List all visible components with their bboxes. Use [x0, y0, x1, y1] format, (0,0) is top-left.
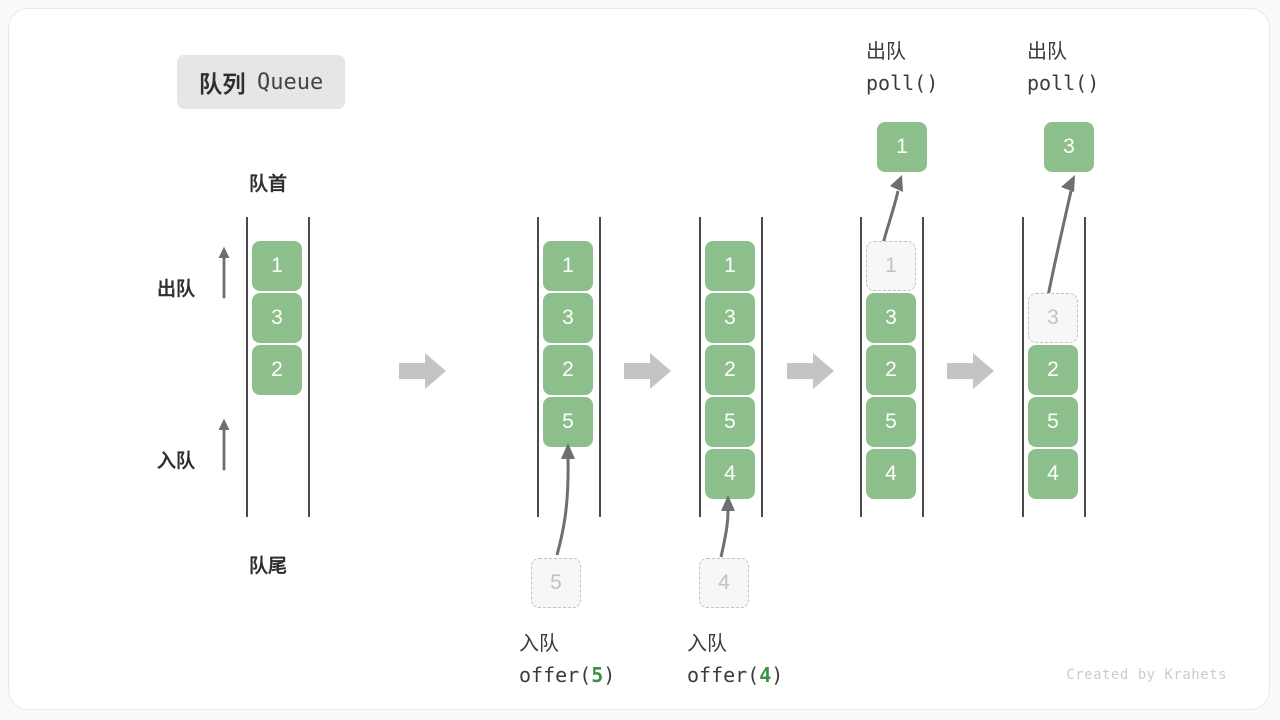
header-chinese: 出队 [866, 41, 906, 63]
transition-arrow [624, 353, 671, 389]
header-code: poll() [1027, 71, 1100, 95]
ghost-cell-3: 3 [1028, 293, 1078, 343]
queue-cell: 2 [705, 345, 755, 395]
rail-right-col3 [761, 217, 763, 517]
queue-cell: 4 [866, 449, 916, 499]
title-english: Queue [257, 69, 324, 95]
queue-cell: 2 [866, 345, 916, 395]
queue-cell: 3 [252, 293, 302, 343]
ghost-cell-4: 4 [699, 558, 749, 608]
rail-left-col2 [537, 217, 539, 517]
label-front: 队首 [249, 174, 288, 195]
queue-cell: 5 [705, 397, 755, 447]
dequeue-direction-arrow [218, 246, 230, 299]
caption-offer-5: 入队 offer(5) [519, 629, 615, 691]
queue-cell: 2 [543, 345, 593, 395]
caption-code: offer(4) [687, 663, 784, 687]
rail-left-col3 [699, 217, 701, 517]
diagram-card: 队列 Queue 队首 队尾 出队 入队 1 3 2 1 3 2 5 [8, 8, 1270, 710]
queue-cell: 4 [1028, 449, 1078, 499]
title-badge: 队列 Queue [177, 55, 346, 109]
rail-left-col1 [246, 217, 248, 517]
queue-cell: 5 [866, 397, 916, 447]
rail-left-col5 [1022, 217, 1024, 517]
enqueue-arrow-4 [719, 495, 735, 558]
ghost-cell-5: 5 [531, 558, 581, 608]
rail-right-col4 [922, 217, 924, 517]
transition-arrow [399, 353, 446, 389]
title-chinese: 队列 [199, 71, 246, 97]
queue-cell: 5 [1028, 397, 1078, 447]
enqueue-direction-arrow [218, 418, 230, 471]
transition-arrow [787, 353, 834, 389]
caption-chinese: 入队 [519, 633, 559, 655]
popped-cell-3: 3 [1044, 122, 1094, 172]
queue-cell: 3 [543, 293, 593, 343]
label-rear: 队尾 [249, 556, 288, 577]
enqueue-arrow-5 [555, 443, 575, 556]
label-enqueue: 入队 [157, 451, 196, 472]
popped-cell-1: 1 [877, 122, 927, 172]
ghost-cell-1: 1 [866, 241, 916, 291]
transition-arrow [947, 353, 994, 389]
queue-cell: 1 [543, 241, 593, 291]
header-code: poll() [866, 71, 939, 95]
header-poll-1: 出队 poll() [866, 37, 938, 99]
queue-cell: 1 [705, 241, 755, 291]
caption-offer-4: 入队 offer(4) [687, 629, 783, 691]
queue-cell-new: 4 [705, 449, 755, 499]
queue-cell: 2 [252, 345, 302, 395]
caption-chinese: 入队 [687, 633, 727, 655]
queue-cell: 2 [1028, 345, 1078, 395]
queue-cell: 1 [252, 241, 302, 291]
rail-right-col2 [599, 217, 601, 517]
credit-text: Created by Krahets [1066, 667, 1227, 683]
header-poll-3: 出队 poll() [1027, 37, 1099, 99]
queue-cell: 3 [705, 293, 755, 343]
queue-cell-new: 5 [543, 397, 593, 447]
rail-right-col5 [1084, 217, 1086, 517]
rail-right-col1 [308, 217, 310, 517]
header-chinese: 出队 [1027, 41, 1067, 63]
caption-code: offer(5) [519, 663, 616, 687]
rail-left-col4 [860, 217, 862, 517]
queue-cell: 3 [866, 293, 916, 343]
label-dequeue: 出队 [157, 279, 196, 300]
